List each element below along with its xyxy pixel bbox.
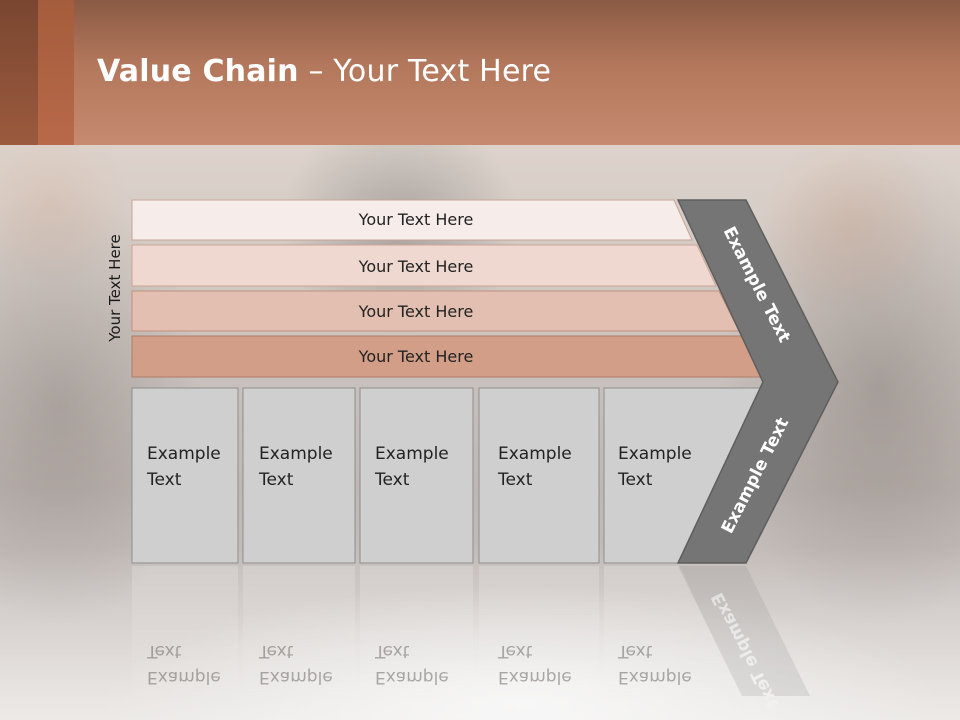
column-4: Example Text — [478, 387, 600, 564]
bar-label-2: Your Text Here — [358, 257, 474, 276]
column-5-line2: Text — [617, 470, 653, 490]
bar-row-3: Your Text Here — [131, 290, 740, 332]
slide-title-rest: – Your Text Here — [298, 54, 552, 89]
reflection-column-2-line1: Example — [259, 667, 333, 687]
slide-title-bold: Value Chain — [97, 54, 299, 89]
reflection-column-1-line1: Example — [147, 667, 221, 687]
column-3-line2: Text — [374, 470, 410, 490]
header-accent-strip-light — [38, 0, 74, 145]
bar-label-1: Your Text Here — [358, 210, 474, 229]
bar-row-2: Your Text Here — [131, 244, 717, 287]
reflection-column-3-line1: Example — [375, 667, 449, 687]
reflection-column-3-line2: Text — [374, 641, 410, 661]
column-5-line1: Example — [618, 444, 692, 464]
bar-row-4: Your Text Here — [131, 335, 763, 378]
title-band: Value Chain – Your Text Here — [0, 0, 960, 145]
reflection-column-1-line2: Text — [146, 641, 182, 661]
column-3: Example Text — [359, 387, 474, 564]
bar-row-1: Your Text Here — [131, 199, 693, 241]
column-2-line2: Text — [258, 470, 294, 490]
column-4-line2: Text — [497, 470, 533, 490]
column-2: Example Text — [242, 387, 356, 564]
reflection-column-5-line2: Text — [617, 641, 653, 661]
column-2-line1: Example — [259, 444, 333, 464]
reflection-column-4-line2: Text — [497, 641, 533, 661]
bar-label-4: Your Text Here — [358, 347, 474, 366]
reflection-column-5-line1: Example — [618, 667, 692, 687]
column-3-line1: Example — [375, 444, 449, 464]
column-1-line2: Text — [146, 470, 182, 490]
diagram-reflection: Example Text Example Text Example Text E… — [132, 566, 810, 711]
header-accent-strip-dark — [0, 0, 38, 145]
reflection-column-2-line2: Text — [258, 641, 294, 661]
slide-title: Value Chain – Your Text Here — [97, 54, 551, 89]
column-1-line1: Example — [147, 444, 221, 464]
bar-label-3: Your Text Here — [358, 302, 474, 321]
column-4-line1: Example — [498, 444, 572, 464]
reflection-column-4-line1: Example — [498, 667, 572, 687]
column-1: Example Text — [131, 387, 239, 564]
column-5: Example Text — [603, 387, 763, 564]
